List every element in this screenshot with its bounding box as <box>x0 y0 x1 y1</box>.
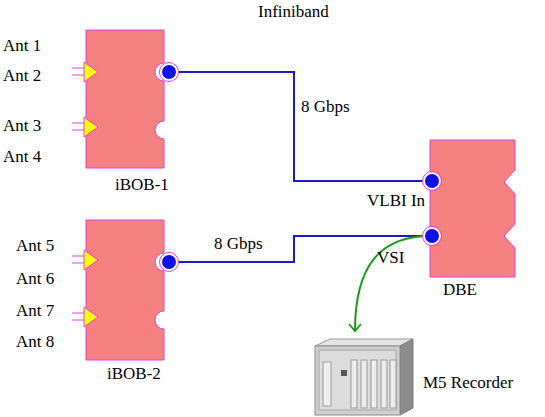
signal-label: Ant 7 <box>16 302 54 320</box>
board-box: iBOB-2 <box>86 220 164 360</box>
port-dot <box>161 254 177 270</box>
signal-label: VLBI In <box>367 192 425 210</box>
diagram-title: Infiniband <box>258 3 329 21</box>
infiniband-link <box>164 72 430 181</box>
box-outline <box>86 220 164 360</box>
node-label: M5 Recorder <box>423 374 513 392</box>
antenna-input <box>72 62 98 137</box>
box-outline <box>86 30 164 168</box>
port-dot <box>161 64 177 80</box>
signal-label: Ant 4 <box>3 148 41 166</box>
port-dot <box>424 173 440 189</box>
signal-label: VSI <box>377 249 404 267</box>
port-ring <box>160 63 179 82</box>
node-label: DBE <box>443 281 477 299</box>
recorder-rack <box>315 339 413 415</box>
board-box: iBOB-1 <box>86 30 164 168</box>
signal-label: Ant 3 <box>3 117 41 135</box>
link-rate: 8 Gbps <box>214 235 263 253</box>
data-flow-arrow <box>355 236 430 331</box>
node-label: iBOB-2 <box>107 365 161 383</box>
signal-label: Ant 2 <box>3 67 41 85</box>
box-outline <box>430 140 515 277</box>
signal-label: Ant 5 <box>16 237 54 255</box>
port-dot <box>424 228 440 244</box>
signal-label: Ant 1 <box>3 37 41 55</box>
backend-box: DBE <box>430 140 515 277</box>
antenna-input <box>72 250 98 327</box>
recorder-node: M5 Recorder <box>315 339 413 415</box>
link-rate: 8 Gbps <box>301 98 350 116</box>
node-label: iBOB-1 <box>115 176 169 194</box>
signal-label: Ant 6 <box>16 270 54 288</box>
port-ring <box>160 253 179 272</box>
signal-label: Ant 8 <box>16 333 54 351</box>
port-ring <box>423 227 442 246</box>
port-ring <box>423 172 442 191</box>
